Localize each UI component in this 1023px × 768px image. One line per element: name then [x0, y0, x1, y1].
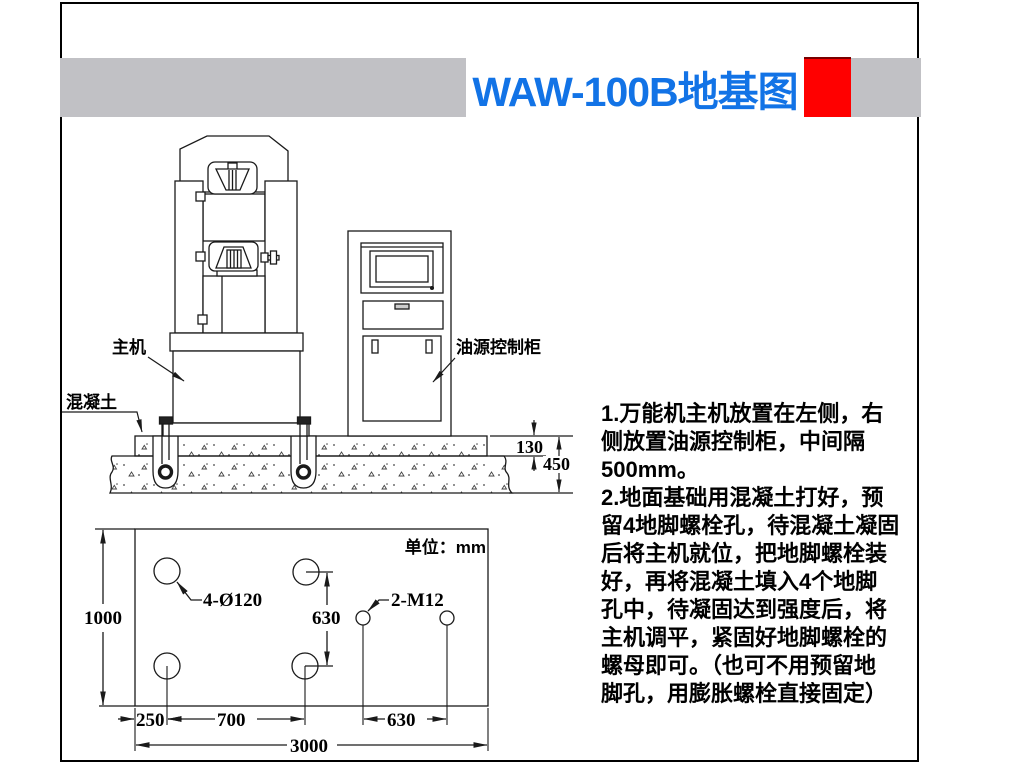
- bolts-leader: [367, 599, 389, 612]
- elevation-annotations: 130 450: [62, 356, 579, 494]
- concrete-foundation: [108, 435, 514, 494]
- page-title: WAW-100B地基图: [472, 68, 798, 115]
- door-handle: [425, 339, 433, 354]
- main-machine: [157, 135, 312, 480]
- drawer-handle: [394, 303, 410, 310]
- holes-leader: [176, 581, 202, 601]
- holes-label: 4-Ø120: [203, 590, 262, 611]
- title-bar-right: [851, 58, 921, 117]
- dim-1000: 1000: [84, 608, 122, 629]
- anchor-bolt: [157, 416, 174, 480]
- anchor-hole: [152, 435, 179, 489]
- installation-notes: 1.万能机主机放置在左侧，右 侧放置油源控制柜，中间隔 500mm。 2.地面基…: [601, 400, 923, 708]
- centerlines: [134, 625, 489, 751]
- dim-630-vertical: 630: [312, 608, 341, 629]
- unit-note: 单位：mm: [405, 537, 486, 557]
- bolts-label: 2-M12: [391, 590, 444, 611]
- monitor-screen: [375, 255, 429, 283]
- note-line: 孔中，待凝固达到强度后，将: [601, 597, 888, 622]
- title-bar-left: [60, 58, 466, 117]
- column-tab: [195, 251, 206, 262]
- column-tab: [197, 314, 208, 325]
- control-cabinet: [347, 230, 452, 437]
- dim-3000: 3000: [290, 736, 328, 757]
- monitor-knob: [429, 285, 435, 291]
- lower-grip-lines: [229, 250, 239, 268]
- door-handle: [371, 339, 379, 354]
- dim-130: 130: [516, 437, 543, 457]
- bolt-hole-plan: [355, 610, 371, 626]
- dim-700: 700: [217, 710, 246, 731]
- concrete-label: 混凝土: [66, 392, 117, 412]
- machine-label: 主机: [112, 337, 146, 357]
- anchor-bolt: [295, 416, 312, 480]
- red-accent-block: [804, 57, 851, 117]
- anchor-hole: [290, 435, 317, 489]
- foundation-outline: [134, 528, 489, 707]
- dim-630v-stubs: [305, 571, 333, 667]
- note-line: 脚孔，用膨胀螺栓直接固定）: [601, 681, 888, 706]
- note-line: 500mm。: [601, 457, 699, 482]
- base-plate: [162, 422, 310, 437]
- dim-450: 450: [543, 454, 570, 474]
- page-border: [60, 2, 919, 762]
- bolt-hole-plan: [439, 610, 455, 626]
- middle-crossbeam: [202, 193, 266, 242]
- note-line: 侧放置油源控制柜，中间隔: [601, 429, 866, 454]
- machine-leader: [147, 356, 185, 382]
- note-line: 后将主机就位，把地脚螺栓装: [601, 541, 888, 566]
- ext-line: [490, 435, 573, 494]
- cabinet-leader: [432, 357, 456, 383]
- column-tab: [195, 191, 206, 202]
- dim-250: 250: [136, 710, 165, 731]
- handwheel-bar-v: [269, 250, 278, 265]
- base-top-band: [169, 332, 304, 352]
- note-line: 好，再将混凝土填入4个地脚: [601, 569, 878, 594]
- handwheel-block: [260, 252, 269, 263]
- concrete-leader: [62, 411, 143, 433]
- note-line: 留4地脚螺栓孔，待混凝土凝固: [601, 513, 900, 538]
- left-column: [174, 180, 204, 334]
- lower-body: [202, 275, 266, 334]
- note-line: 2.地面基础用混凝土打好，预: [601, 485, 884, 510]
- cabinet-label: 油源控制柜: [456, 337, 541, 357]
- plan-view: [95, 528, 489, 753]
- dim-630-horizontal: 630: [387, 710, 416, 731]
- base-pedestal: [172, 350, 301, 424]
- bottom-edge-extension: [95, 528, 135, 707]
- anchor-hole-plan: [153, 557, 181, 585]
- note-line: 主机调平，紧固好地脚螺栓的: [601, 625, 888, 650]
- note-line: 1.万能机主机放置在左侧，右: [601, 401, 884, 426]
- upper-grip-lines: [228, 170, 237, 190]
- note-line: 螺母即可。（也可不用预留地: [601, 653, 877, 678]
